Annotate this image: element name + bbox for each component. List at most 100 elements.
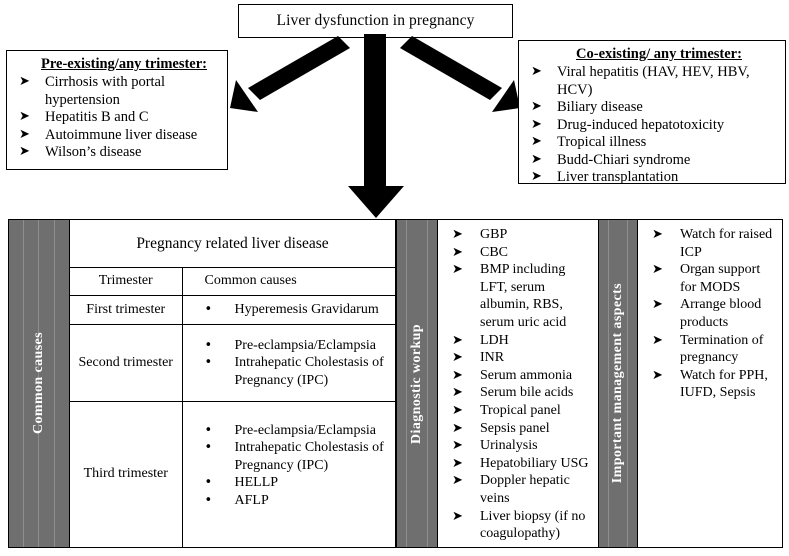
- trimester-cell: Third trimester: [70, 400, 183, 547]
- co-existing-header: Co-existing/ any trimester:: [576, 46, 742, 62]
- list-item: ➤ Serum bile acids: [438, 384, 594, 402]
- list-item-label: Biliary disease: [557, 99, 643, 115]
- arrow-bullet-icon: ➤: [452, 244, 463, 260]
- arrow-bullet-icon: ➤: [531, 169, 542, 184]
- diagnostic-workup-bar: Diagnostic workup: [396, 220, 438, 547]
- list-item: ➤ Watch for raised ICP: [638, 226, 778, 261]
- list-item: ➤ Tropical illness: [525, 134, 779, 152]
- list-item-label: Organ support for MODS: [680, 262, 761, 295]
- list-item-label: Drug-induced hepatotoxicity: [557, 116, 725, 133]
- arrow-bullet-icon: ➤: [652, 332, 663, 348]
- list-item: ➤ Tropical panel: [438, 402, 594, 420]
- arrow-bullet-icon: ➤: [652, 262, 663, 278]
- arrow-bullet-icon: ➤: [452, 367, 463, 383]
- list-item-label: HELLP: [234, 475, 279, 491]
- arrow-bullet-icon: ➤: [452, 508, 463, 524]
- list-item: ➤ Liver transplantation: [525, 169, 779, 187]
- list-item-label: Watch for raised ICP: [680, 227, 773, 260]
- list-item: ➤ BMP including LFT, serum albumin, RBS,…: [438, 261, 594, 331]
- arrow-to-co-existing: [400, 36, 520, 112]
- page-title: Liver dysfunction in pregnancy: [276, 12, 475, 29]
- list-item: ➤ Viral hepatitis (HAV, HEV, HBV, HCV): [525, 64, 779, 99]
- causes-cell: • Pre-eclampsia/Eclampsia • Intrahepatic…: [181, 324, 395, 402]
- dot-bullet-icon: •: [204, 492, 213, 508]
- causes-list: • Hyperemesis Gravidarum: [183, 301, 394, 319]
- list-item: ➤ Cirrhosis with portal hypertension: [13, 74, 221, 109]
- diagnostic-workup-bar-label: Diagnostic workup: [409, 323, 424, 444]
- arrow-bullet-icon: ➤: [452, 350, 463, 366]
- co-existing-list: ➤ Viral hepatitis (HAV, HEV, HBV, HCV) ➤…: [525, 64, 779, 187]
- causes-cell: • Hyperemesis Gravidarum: [181, 294, 395, 326]
- arrow-bullet-icon: ➤: [531, 151, 542, 167]
- list-item: ➤ Hepatobiliary USG: [438, 455, 594, 473]
- list-item-label: GBP: [480, 227, 508, 242]
- list-item: • HELLP: [183, 474, 394, 492]
- arrow-bullet-icon: ➤: [19, 144, 30, 159]
- list-item: • Intrahepatic Cholestasis of Pregnancy …: [183, 354, 394, 389]
- arrow-bullet-icon: ➤: [531, 116, 542, 132]
- table-header-row: Trimester Common causes: [70, 268, 395, 296]
- list-item: ➤ GBP: [438, 226, 594, 244]
- dot-bullet-icon: •: [204, 355, 213, 371]
- list-item: ➤ Liver biopsy (if no coagulopathy): [438, 508, 594, 543]
- dot-bullet-icon: •: [204, 422, 213, 438]
- list-item-label: Tropical illness: [557, 134, 647, 150]
- list-item-label: Hyperemesis Gravidarum: [234, 302, 379, 318]
- arrow-bullet-icon: ➤: [452, 402, 463, 418]
- table-header-common-causes: Common causes: [181, 268, 395, 296]
- management-column: ➤ Watch for raised ICP ➤ Organ support f…: [638, 220, 782, 547]
- arrow-bullet-icon: ➤: [452, 227, 463, 242]
- arrow-bullet-icon: ➤: [452, 420, 463, 436]
- pre-existing-list: ➤ Cirrhosis with portal hypertension ➤ H…: [13, 74, 221, 162]
- pre-existing-header: Pre-existing/any trimester:: [40, 56, 208, 72]
- diagnostic-workup-list: ➤ GBP ➤ CBC ➤ BMP including LFT, serum a…: [438, 226, 594, 543]
- management-bar: Important management aspects: [598, 220, 638, 547]
- common-causes-bar: Common causes: [9, 220, 70, 547]
- list-item: ➤ Urinalysis: [438, 437, 594, 455]
- list-item-label: Liver biopsy (if no coagulopathy): [480, 508, 586, 542]
- list-item-label: Intrahepatic Cholestasis of Pregnancy (I…: [234, 355, 384, 388]
- list-item: • AFLP: [183, 492, 394, 510]
- list-item: • Pre-eclampsia/Eclampsia: [183, 422, 394, 440]
- causes-list: • Pre-eclampsia/Eclampsia • Intrahepatic…: [183, 422, 394, 510]
- list-item: ➤ Wilson’s disease: [13, 144, 221, 162]
- list-item: • Pre-eclampsia/Eclampsia: [183, 337, 394, 355]
- table-row: First trimester • Hyperemesis Gravidarum: [70, 294, 395, 326]
- list-item-label: LDH: [480, 332, 509, 348]
- management-list: ➤ Watch for raised ICP ➤ Organ support f…: [638, 226, 778, 402]
- list-item: ➤ Autoimmune liver disease: [13, 127, 221, 145]
- list-item: ➤ Sepsis panel: [438, 420, 594, 438]
- list-item-label: CBC: [480, 244, 509, 260]
- list-item-label: Wilson’s disease: [45, 144, 142, 160]
- causes-cell: • Pre-eclampsia/Eclampsia • Intrahepatic…: [181, 400, 395, 547]
- list-item-label: Hepatitis B and C: [45, 109, 149, 125]
- list-item-label: Liver transplantation: [557, 169, 679, 185]
- list-item: ➤ Organ support for MODS: [638, 261, 778, 296]
- list-item-label: AFLP: [234, 492, 269, 508]
- list-item: • Hyperemesis Gravidarum: [183, 301, 394, 319]
- arrow-bullet-icon: ➤: [452, 473, 463, 489]
- list-item-label: Sepsis panel: [480, 420, 550, 436]
- list-item-label: Termination of pregnancy: [680, 332, 764, 366]
- pregnancy-related-table-column: Pregnancy related liver disease Trimeste…: [70, 220, 396, 547]
- arrow-bullet-icon: ➤: [531, 99, 542, 114]
- dot-bullet-icon: •: [204, 337, 213, 353]
- list-item-label: Serum bile acids: [480, 385, 574, 401]
- dot-bullet-icon: •: [204, 475, 213, 491]
- list-item: ➤ Doppler hepatic veins: [438, 472, 594, 507]
- list-item-label: Urinalysis: [480, 438, 538, 454]
- list-item: ➤ LDH: [438, 332, 594, 350]
- arrow-bullet-icon: ➤: [19, 74, 30, 89]
- list-item: ➤ CBC: [438, 244, 594, 262]
- arrow-bullet-icon: ➤: [452, 332, 463, 348]
- list-item: ➤ Arrange blood products: [638, 296, 778, 331]
- diagnostic-workup-column: ➤ GBP ➤ CBC ➤ BMP including LFT, serum a…: [438, 220, 598, 547]
- list-item-label: Intrahepatic Cholestasis of Pregnancy (I…: [234, 440, 384, 473]
- list-item: ➤ Termination of pregnancy: [638, 332, 778, 367]
- arrow-bullet-icon: ➤: [531, 134, 542, 149]
- list-item-label: Budd-Chiari syndrome: [557, 151, 691, 168]
- list-item-label: Cirrhosis with portal hypertension: [45, 74, 166, 108]
- management-bar-label: Important management aspects: [610, 283, 625, 484]
- arrow-bullet-icon: ➤: [652, 227, 663, 242]
- list-item-label: Watch for PPH, IUFD, Sepsis: [680, 367, 768, 401]
